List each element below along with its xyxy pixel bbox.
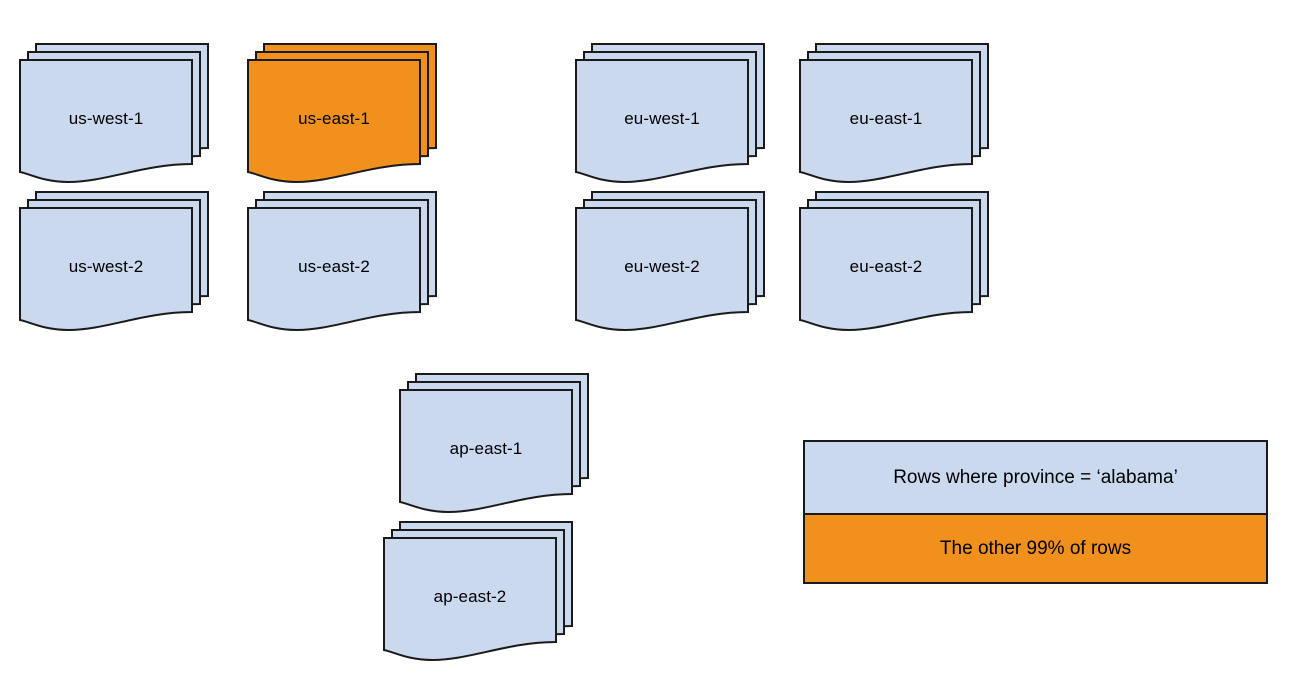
sheet-eu-west-1-3 — [575, 59, 749, 184]
region-stack-eu-west-2[interactable]: eu-west-2 — [575, 191, 765, 336]
legend-normal: Rows where province = ‘alabama’ — [805, 442, 1266, 515]
region-stack-shape-eu-west-1 — [575, 43, 765, 184]
region-stack-eu-west-1[interactable]: eu-west-1 — [575, 43, 765, 188]
sheet-us-east-1-3 — [247, 59, 421, 184]
region-stack-shape-us-west-2 — [19, 191, 209, 332]
sheet-us-west-2-3 — [19, 207, 193, 332]
region-stack-shape-ap-east-2 — [383, 521, 573, 662]
region-stack-ap-east-1[interactable]: ap-east-1 — [399, 373, 589, 518]
region-stack-us-west-1[interactable]: us-west-1 — [19, 43, 209, 188]
region-stack-eu-east-1[interactable]: eu-east-1 — [799, 43, 989, 188]
sheet-ap-east-2-3 — [383, 537, 557, 662]
sheet-us-west-1-3 — [19, 59, 193, 184]
region-stack-shape-us-east-2 — [247, 191, 437, 332]
region-stack-shape-us-west-1 — [19, 43, 209, 184]
legend-normal-label: Rows where province = ‘alabama’ — [893, 466, 1178, 488]
sheet-ap-east-1-3 — [399, 389, 573, 514]
region-stack-shape-eu-east-1 — [799, 43, 989, 184]
sheet-us-east-2-3 — [247, 207, 421, 332]
region-stack-us-east-1[interactable]: us-east-1 — [247, 43, 437, 188]
region-stack-us-east-2[interactable]: us-east-2 — [247, 191, 437, 336]
region-stack-us-west-2[interactable]: us-west-2 — [19, 191, 209, 336]
region-stack-shape-eu-east-2 — [799, 191, 989, 332]
region-stack-shape-ap-east-1 — [399, 373, 589, 514]
legend: Rows where province = ‘alabama’ The other… — [803, 440, 1268, 584]
sheet-eu-west-2-3 — [575, 207, 749, 332]
legend-highlight: The other 99% of rows — [805, 515, 1266, 582]
region-stack-eu-east-2[interactable]: eu-east-2 — [799, 191, 989, 336]
region-stack-shape-eu-west-2 — [575, 191, 765, 332]
region-stack-shape-us-east-1 — [247, 43, 437, 184]
sheet-eu-east-2-3 — [799, 207, 973, 332]
legend-highlight-label: The other 99% of rows — [939, 537, 1132, 559]
sheet-eu-east-1-3 — [799, 59, 973, 184]
region-stack-ap-east-2[interactable]: ap-east-2 — [383, 521, 573, 666]
